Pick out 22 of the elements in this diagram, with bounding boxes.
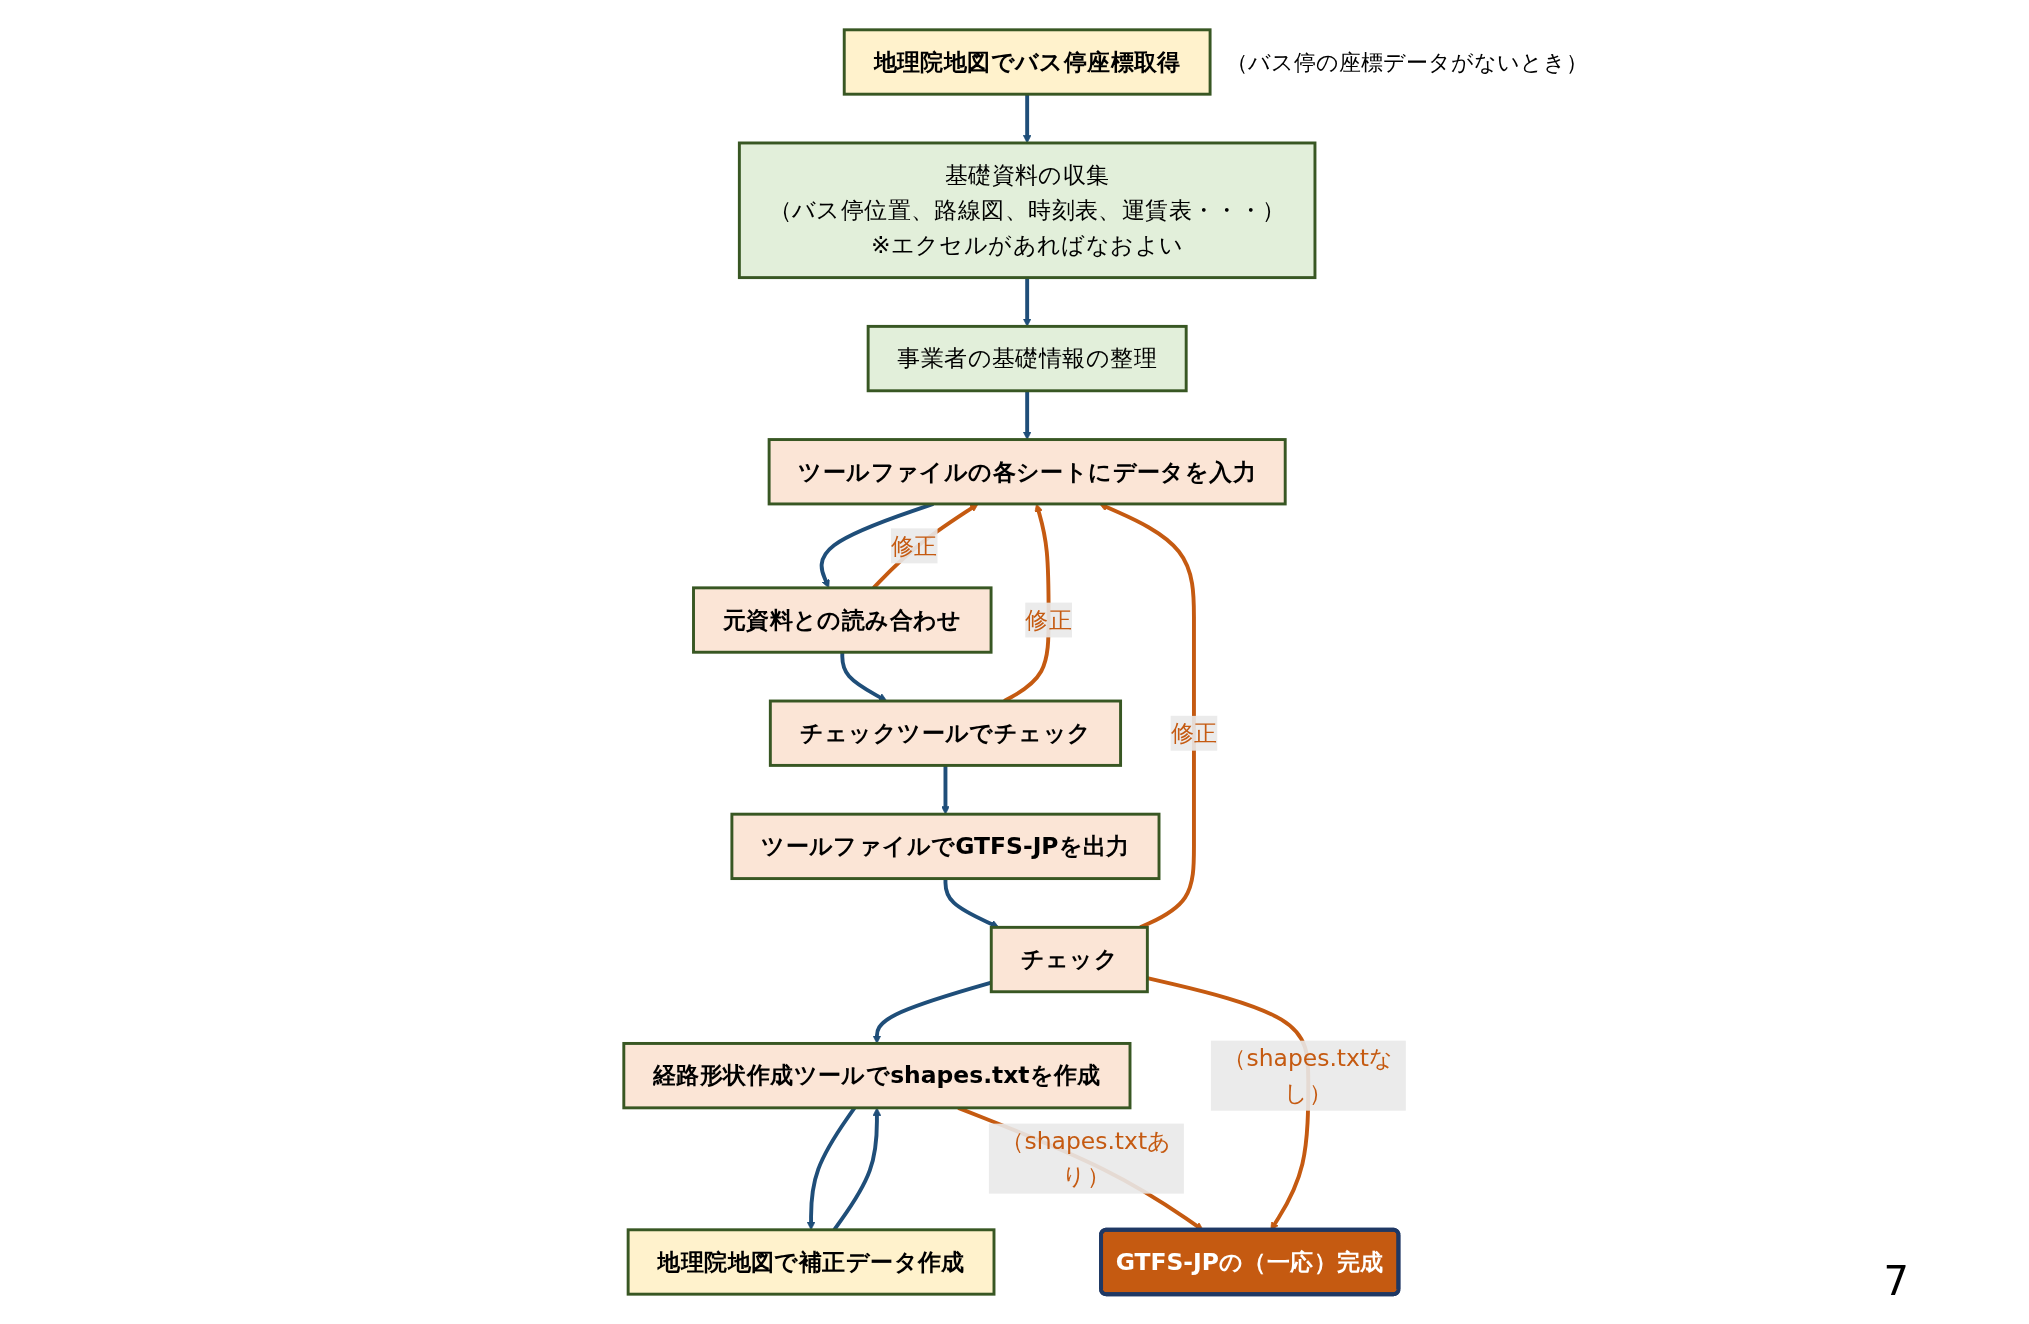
edge-label: 修正 xyxy=(1170,719,1218,747)
node-box: ツールファイルでGTFS-JPを出力 xyxy=(730,812,1161,881)
node-box: チェックツールでチェック xyxy=(768,699,1122,767)
arrow xyxy=(1022,390,1032,440)
node-box: チェック xyxy=(989,925,1149,994)
page-number: 7 xyxy=(1883,1258,1909,1304)
edge-label: 修正 xyxy=(1024,606,1072,634)
arrow xyxy=(840,652,887,702)
node-box: 事業者の基礎情報の整理 xyxy=(866,324,1188,393)
node-box: 経路形状作成ツールでshapes.txtを作成 xyxy=(622,1042,1132,1110)
edge-label: （shapes.txtなし） xyxy=(1222,1044,1394,1107)
node-box: 元資料との読み合わせ xyxy=(691,586,993,654)
edge-label: （shapes.txtあり） xyxy=(1000,1127,1172,1190)
node-box: ツールファイルの各シートにデータを入力 xyxy=(767,438,1287,506)
arrow xyxy=(1022,277,1032,327)
node-note: （バス停の座標データがないとき） xyxy=(1225,49,1588,77)
node-box: 地理院地図で補正データ作成 xyxy=(626,1228,996,1296)
arrow xyxy=(940,765,950,815)
arrow xyxy=(943,878,999,929)
edge-label: 修正 xyxy=(890,532,938,560)
node-box: 地理院地図でバス停座標取得 xyxy=(842,28,1212,96)
node-box: 基礎資料の収集 （バス停位置、路線図、時刻表、運賃表・・・） ※エクセルがあればなおよい xyxy=(737,141,1317,280)
